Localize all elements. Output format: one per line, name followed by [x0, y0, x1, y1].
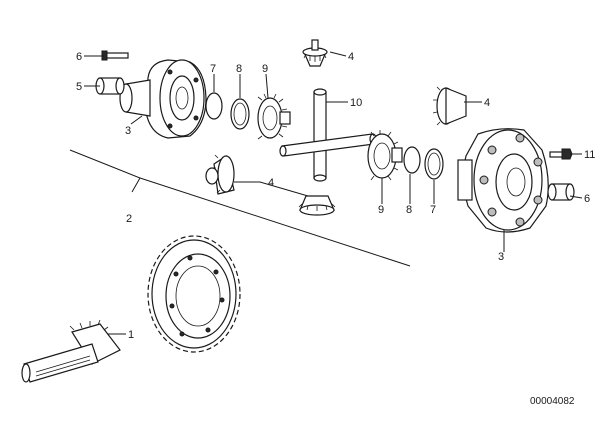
- callout-6-right: 6: [584, 193, 590, 205]
- callout-4-bottom: 4: [268, 177, 274, 189]
- callout-3-right: 3: [498, 251, 504, 263]
- callout-2: 2: [126, 213, 132, 225]
- callout-9-left: 9: [262, 63, 268, 75]
- assembly-bracket-line: [69, 149, 411, 267]
- callout-5: 5: [76, 81, 82, 93]
- callout-4-right: 4: [484, 97, 490, 109]
- callout-7-right: 7: [430, 204, 436, 216]
- callout-3-left: 3: [125, 125, 131, 137]
- callout-6: 6: [76, 51, 82, 63]
- thrust-washer-left: [205, 92, 223, 120]
- pinion-shaft-vertical: [313, 88, 327, 182]
- drawing-number: 00004082: [530, 396, 575, 407]
- bushing-left: [95, 77, 125, 95]
- pinion-shaft-horizontal: [279, 133, 377, 157]
- leader-lines: [84, 51, 583, 335]
- callout-7-left: 7: [210, 63, 216, 75]
- pinion-gear-top: [302, 39, 328, 67]
- callout-1: 1: [128, 329, 134, 341]
- pinion-gear-right: [432, 86, 467, 126]
- callout-8-right: 8: [406, 204, 412, 216]
- callout-4-top: 4: [348, 51, 354, 63]
- callout-11: 11: [584, 149, 595, 161]
- callout-9-right: 9: [378, 204, 384, 216]
- bolt-right: [549, 148, 573, 160]
- callout-10: 10: [350, 97, 362, 109]
- pinion-gear-bottom: [298, 195, 336, 216]
- callout-8-left: 8: [236, 63, 242, 75]
- pinion-gear-left: [205, 154, 235, 195]
- housing-half-left: [119, 59, 207, 139]
- ring-gear: [147, 235, 241, 353]
- bolt-top-left: [101, 50, 129, 61]
- bushing-right: [547, 183, 575, 201]
- side-gear-left: [257, 93, 291, 140]
- drive-pinion: [21, 319, 121, 383]
- spacer-ring-right: [403, 146, 421, 174]
- side-gear-right: [367, 130, 403, 181]
- housing-half-right: [457, 128, 549, 233]
